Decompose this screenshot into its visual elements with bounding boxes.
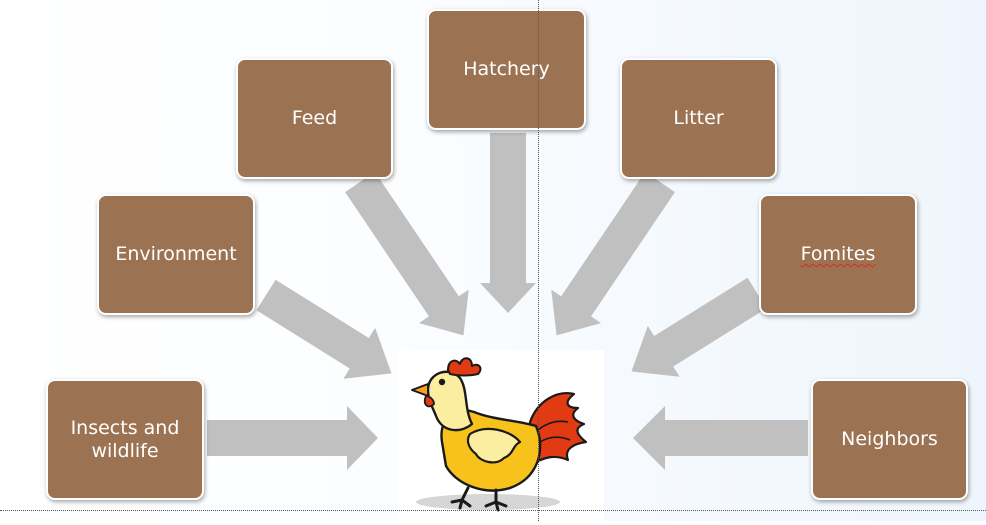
source-box-fomites[interactable]: Fomites [759,194,917,315]
arrow-fomites [631,277,767,377]
arrow-environment [256,279,392,379]
center-chicken-card [398,350,604,521]
arrow-hatchery [480,133,536,313]
source-box-litter[interactable]: Litter [620,58,777,179]
source-label-neighbors: Neighbors [841,428,938,450]
horizontal-guide-line [0,510,986,511]
vertical-guide-line [538,0,539,521]
source-label-environment: Environment [115,243,237,265]
source-label-hatchery: Hatchery [463,58,550,80]
arrow-insects [207,406,378,470]
arrow-litter [551,171,675,336]
arrow-neighbors [633,406,808,470]
source-box-insects[interactable]: Insects and wildlife [46,379,204,500]
rooster-icon [411,357,588,512]
source-label-fomites: Fomites [800,243,876,265]
source-box-feed[interactable]: Feed [236,58,393,179]
source-box-environment[interactable]: Environment [97,194,255,315]
source-label-insects: Insects and wildlife [70,416,180,462]
source-label-litter: Litter [673,107,724,129]
source-label-feed: Feed [291,107,338,129]
source-box-hatchery[interactable]: Hatchery [427,9,586,130]
arrow-feed [345,171,469,336]
source-box-neighbors[interactable]: Neighbors [811,379,968,500]
